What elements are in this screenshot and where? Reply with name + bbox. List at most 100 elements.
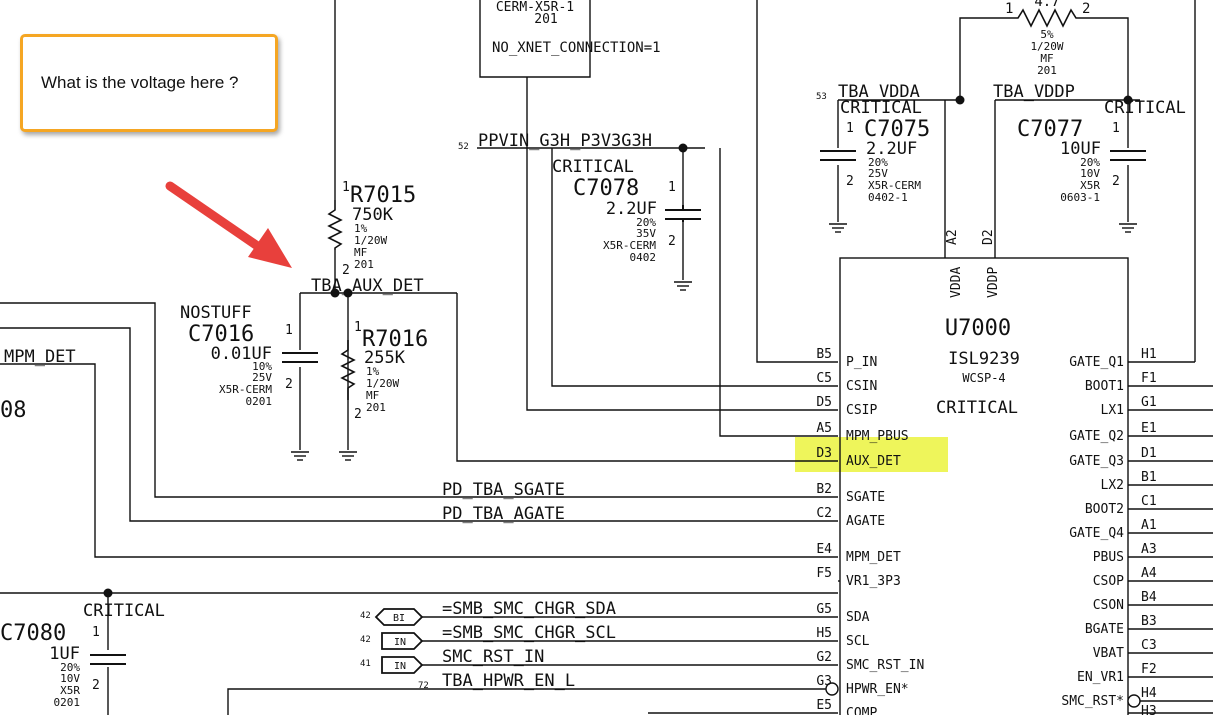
c7016-voltage: 25V — [252, 371, 272, 384]
tba-hpwr-ref: 72 — [418, 681, 429, 691]
capacitors — [90, 150, 1146, 665]
c7080-ref: C7080 — [0, 621, 66, 646]
r-top-partial-value: 4.7 — [1034, 0, 1059, 10]
top-box-line1: CERM-X5R-1 — [496, 0, 574, 15]
smb-sda-ref: 42 — [360, 611, 371, 621]
r-top-size: 201 — [1037, 64, 1057, 77]
c7077-ref: C7077 — [1017, 117, 1083, 142]
c7077-dielectric: X5R — [1080, 179, 1100, 192]
c7078-voltage: 35V — [636, 227, 656, 240]
c7016-value: 0.01UF — [211, 344, 272, 364]
u7000-left-pin-num: C5 — [816, 371, 832, 386]
tba-aux-det-label: TBA_AUX_DET — [311, 276, 424, 296]
u7000-left-pin-num: E4 — [816, 542, 832, 557]
u7000-package: WCSP-4 — [962, 371, 1005, 385]
c7016-status: NOSTUFF — [180, 303, 252, 323]
u7000-left-pin-name: AGATE — [846, 514, 885, 529]
aux-det-highlight — [795, 437, 948, 472]
pd-tba-agate-label: PD_TBA_AGATE — [442, 504, 565, 524]
u7000-right-pin-name: LX1 — [1101, 403, 1124, 418]
u7000-left-pin-name: SDA — [846, 610, 870, 625]
junctions — [103, 95, 1133, 598]
r7016-type: MF — [366, 389, 379, 402]
smb-scl-dir: IN — [394, 637, 406, 648]
ground-icon — [290, 451, 310, 461]
u7000-left-pin-name: P_IN — [846, 355, 877, 370]
u7000-left-pin-num: E5 — [816, 698, 832, 713]
u7000-left-pin-num: G3 — [816, 674, 832, 689]
r7015-ref: R7015 — [350, 183, 416, 208]
c7080-dielectric: X5R — [60, 684, 80, 697]
c7077-size: 0603-1 — [1060, 191, 1100, 204]
left-fragment-label: 08 — [0, 398, 27, 423]
u7000-right-pin-name: LX2 — [1101, 478, 1124, 493]
u7000-right-pin-name: EN_VR1 — [1077, 670, 1124, 685]
u7000-right-pin-name: PBUS — [1093, 550, 1124, 565]
c7075-ref: C7075 — [864, 117, 930, 142]
r7015-size: 201 — [354, 258, 374, 271]
mpm-det-net-label: MPM_DET — [4, 347, 76, 367]
smb-sda-label: =SMB_SMC_CHGR_SDA — [442, 599, 616, 619]
u7000-left-pin-name: SMC_RST_IN — [846, 658, 924, 673]
u7000-right-pin-num: D1 — [1141, 446, 1157, 461]
r-top-type: MF — [1040, 52, 1053, 65]
u7000-right-pin-num: B4 — [1141, 590, 1157, 605]
u7000-left-pin-num: H5 — [816, 626, 832, 641]
r-top-pin1: 1 — [1005, 1, 1013, 17]
bi-connector-icon — [374, 608, 424, 626]
r7015-symbol — [327, 200, 343, 250]
tba-hpwr-label: TBA_HPWR_EN_L — [442, 671, 575, 691]
u7000-top-pin-num: A2 — [945, 229, 960, 245]
c7075-value: 2.2UF — [866, 139, 917, 159]
c7078-value: 2.2UF — [606, 199, 657, 219]
ppvin-label: PPVIN_G3H_P3V3G3H — [478, 131, 652, 151]
in-connector-icon — [381, 632, 424, 650]
u7000-left-pin-name: COMP — [846, 706, 877, 715]
smb-scl-ref: 42 — [360, 635, 371, 645]
c7080-size: 0201 — [54, 696, 81, 709]
u7000-right-pin-name: BOOT2 — [1085, 502, 1124, 517]
u7000-left-pin-num: B5 — [816, 347, 832, 362]
u7000-ref: U7000 — [945, 316, 1011, 341]
c7080-pin1: 1 — [92, 625, 100, 640]
u7000-right-pin-num: B3 — [1141, 614, 1157, 629]
u7000-left-pin-num: D5 — [816, 395, 832, 410]
u7000-left-pin-num: B2 — [816, 482, 832, 497]
top-box-line2: 201 — [534, 12, 557, 27]
u7000-right-pin-name: GATE_Q4 — [1069, 526, 1124, 541]
c7016-pin2: 2 — [285, 377, 293, 392]
u7000-left-pin-num: C2 — [816, 506, 832, 521]
u7000-left-pin-name: CSIP — [846, 403, 877, 418]
c7075-size: 0402-1 — [868, 191, 908, 204]
c7080-tol: 20% — [60, 661, 80, 674]
c7016-pin1: 1 — [285, 323, 293, 338]
u7000-top-pin-num: D2 — [981, 229, 996, 245]
u7000-right-pin-name: VBAT — [1093, 646, 1124, 661]
u7000-left-pin-name: MPM_DET — [846, 550, 901, 565]
u7000-right-pin-num: H4 — [1141, 686, 1157, 701]
r7015-power: 1/20W — [354, 234, 387, 247]
c7078-pin2: 2 — [668, 234, 676, 249]
smc-rst-dir: IN — [394, 661, 406, 672]
resistors — [327, 8, 1086, 400]
c7016-dielectric: X5R-CERM — [219, 383, 272, 396]
u7000-left-pin-num: G2 — [816, 650, 832, 665]
smc-rst-ref: 41 — [360, 659, 371, 669]
smb-sda-dir: BI — [393, 613, 405, 624]
u7000-right-pin-name: SMC_RST* — [1061, 694, 1124, 709]
arrow-icon — [165, 181, 292, 268]
c7078-ref: C7078 — [573, 176, 639, 201]
u7000-right-pin-num: H3 — [1141, 704, 1157, 715]
r-top-pin2: 2 — [1082, 1, 1090, 17]
c7080-pin2: 2 — [92, 678, 100, 693]
c7078-dielectric: X5R-CERM — [603, 239, 656, 252]
u7000-left-pin-name: SGATE — [846, 490, 885, 505]
u7000-top-pin-name: VDDA — [949, 267, 964, 298]
u7000-right-pin-num: B1 — [1141, 470, 1157, 485]
tba-vdda-label: TBA_VDDA — [838, 82, 920, 102]
c7077-value: 10UF — [1060, 139, 1101, 159]
c7080-voltage: 10V — [60, 672, 80, 685]
u7000-right-pin-num: F1 — [1141, 371, 1157, 386]
r-top-power: 1/20W — [1030, 40, 1063, 53]
c7075-dielectric: X5R-CERM — [868, 179, 921, 192]
